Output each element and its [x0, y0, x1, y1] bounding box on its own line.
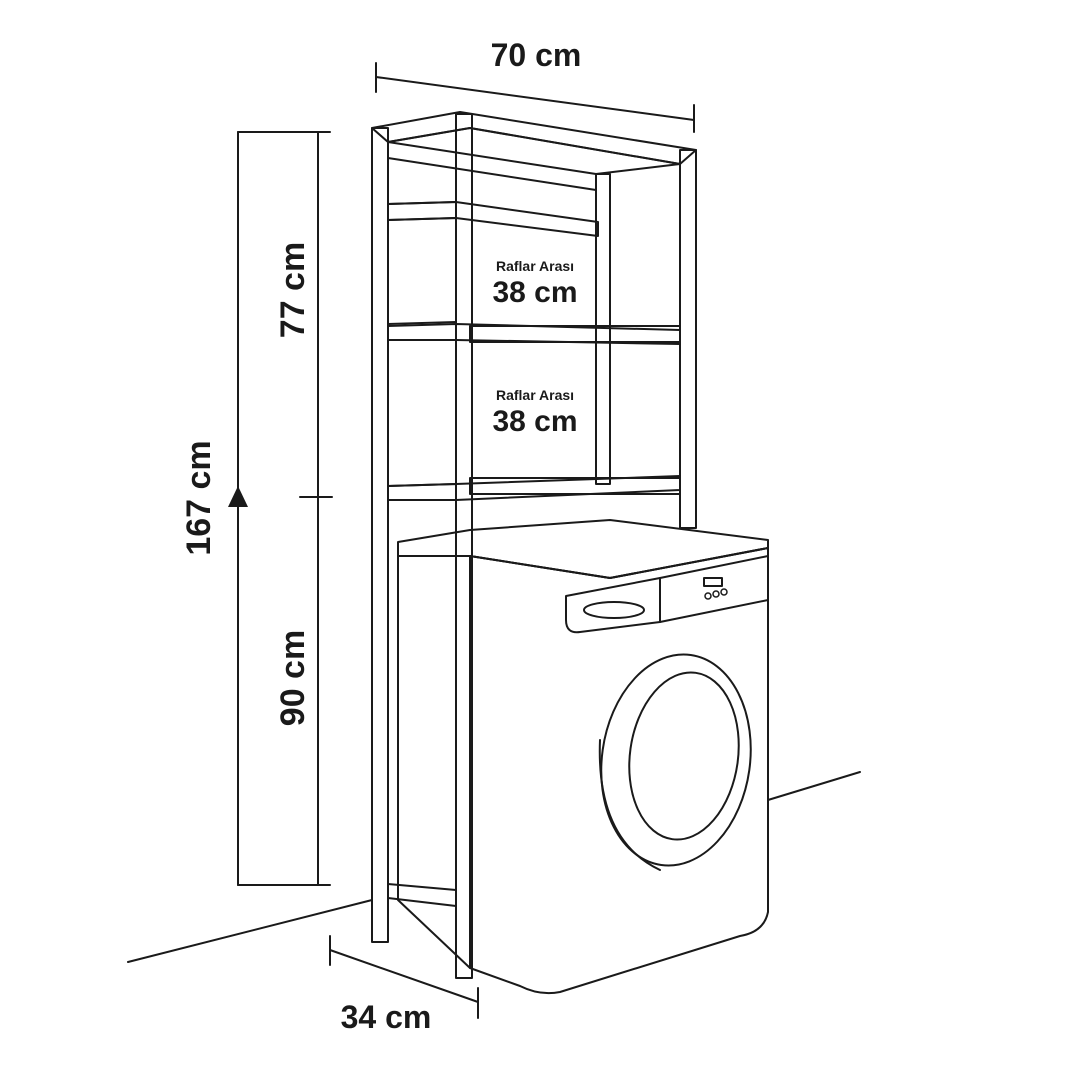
front-right-post: [455, 113, 473, 979]
room-floor-lines: [127, 771, 861, 963]
side-frame-rails: [387, 201, 457, 907]
shelf-gap-upper-title: Raflar Arası: [496, 258, 574, 274]
washing-machine: [397, 519, 769, 995]
triangle-marker-icon: [228, 486, 248, 507]
shelf-gap-upper-value: 38 cm: [492, 276, 577, 309]
depth-label: 34 cm: [341, 999, 432, 1035]
rear-right-post: [679, 149, 697, 529]
height-dimension: 167 cm 77 cm 90 cm: [180, 131, 333, 886]
shelf-gap-upper: Raflar Arası 38 cm: [492, 258, 577, 309]
lower-height-label: 90 cm: [274, 630, 312, 726]
shelf-top-frame: [371, 111, 697, 191]
lower-shelf: [387, 475, 681, 501]
shelf-gap-lower-title: Raflar Arası: [496, 387, 574, 403]
upper-height-label: 77 cm: [274, 242, 312, 338]
depth-dimension: 34 cm: [329, 935, 479, 1035]
width-dimension: 70 cm: [375, 37, 695, 133]
shelf-gap-lower: Raflar Arası 38 cm: [492, 387, 577, 438]
total-height-label: 167 cm: [180, 440, 218, 555]
shelf-gap-lower-value: 38 cm: [492, 405, 577, 438]
front-left-post: [371, 127, 389, 943]
machine-door: [600, 653, 752, 867]
width-label: 70 cm: [491, 37, 582, 73]
